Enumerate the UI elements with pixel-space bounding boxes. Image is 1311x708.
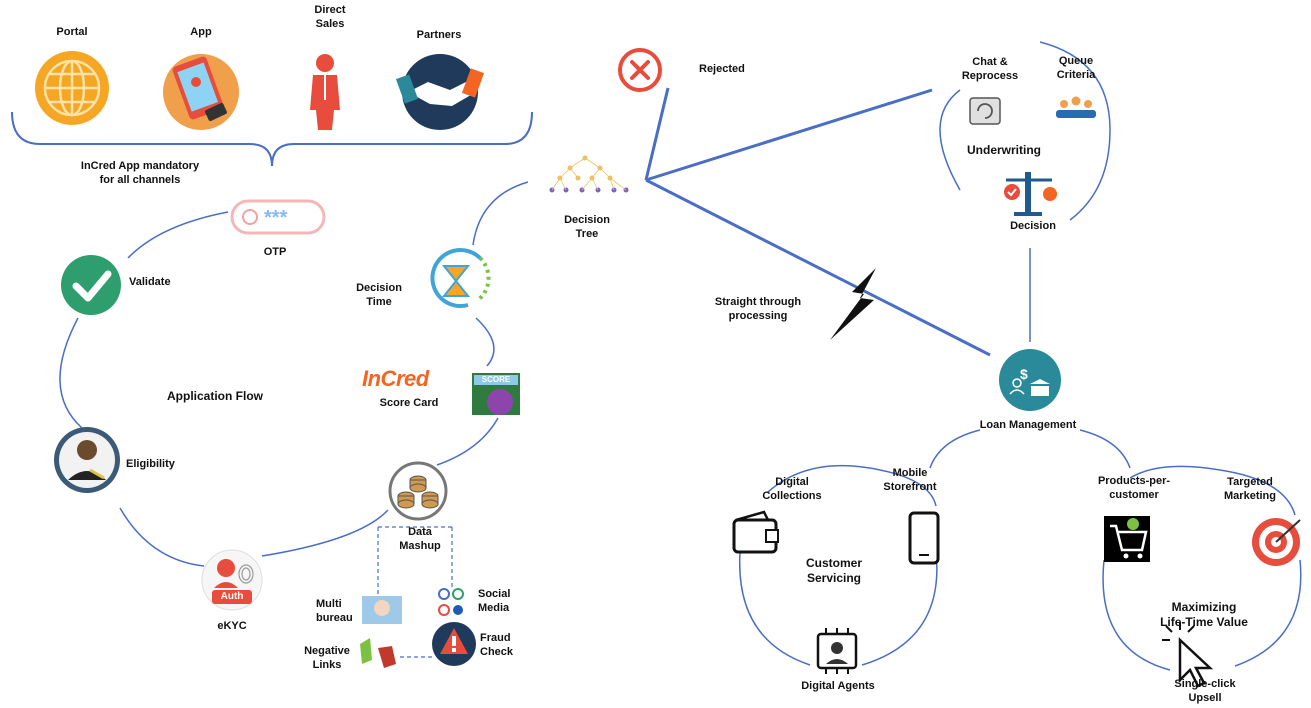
handshake-icon — [395, 54, 485, 130]
svg-text:***: *** — [264, 207, 288, 229]
underwriting-loop — [939, 41, 1111, 221]
lightning-icon — [830, 268, 876, 340]
ltv-title: Maximizing Life-Time Value — [1160, 600, 1248, 629]
rejected-icon — [618, 48, 662, 92]
loop-arc-scorecard-decisiontime — [475, 317, 495, 367]
loop-arc-validate-eligibility — [59, 317, 83, 429]
loop-arc-decisiontime-tree — [472, 181, 529, 246]
decision-time-icon — [430, 248, 491, 309]
ekyc-auth-badge: Auth — [220, 591, 244, 602]
loop-arc-ekyc-datamashup — [261, 509, 389, 557]
underwriting-title: Underwriting — [967, 143, 1041, 157]
branch-loan-ltv — [1079, 429, 1131, 469]
customer-servicing-title: Customer Servicing — [805, 556, 862, 585]
score-card-label: Score Card — [379, 397, 439, 409]
digital-collections-label: Digital Collections — [762, 476, 822, 502]
single-click-upsell-label: Single-click Upsell — [1174, 678, 1236, 704]
channel-bracket — [11, 111, 533, 167]
rejected-label: Rejected — [699, 63, 745, 75]
targeted-marketing-label: Targeted Marketing — [1224, 476, 1276, 502]
score-badge-label: SCORE — [481, 375, 511, 384]
mandatory-app-note: InCred App mandatory for all channels — [80, 160, 200, 186]
fraud-check-label: Fraud Check — [480, 632, 514, 658]
smartphone-icon — [908, 511, 940, 565]
multi-bureau-icon — [362, 596, 402, 624]
connector-tree-underwriting — [645, 88, 933, 182]
channel-label-portal: Portal — [56, 26, 88, 38]
loop-arc-datamashup-scorecard — [436, 417, 499, 466]
incred-logo: InCred — [362, 366, 429, 391]
scorecard-icon — [472, 373, 520, 415]
digital-agent-icon — [816, 628, 858, 674]
social-media-icon — [438, 588, 464, 616]
shopping-cart-icon — [1104, 516, 1150, 562]
channel-label-partners: Partners — [416, 29, 462, 41]
cursor-click-icon — [1162, 622, 1214, 688]
straight-through-label: Straight through processing — [714, 296, 802, 322]
fraud-warning-icon — [432, 622, 476, 666]
multi-bureau-label: Multi bureau — [316, 598, 353, 624]
connector-tree-loan — [645, 178, 991, 357]
products-per-customer-label: Products-per- customer — [1097, 475, 1171, 501]
decision-time-label: Decision Time — [356, 282, 402, 308]
loan-management-icon: $ — [999, 349, 1061, 411]
ekyc-fingerprint-icon — [201, 549, 263, 611]
loan-management-label: Loan Management — [979, 419, 1077, 431]
globe-icon — [35, 51, 109, 125]
channel-label-app: App — [190, 26, 212, 38]
loop-arc-eligibility-ekyc — [119, 507, 205, 567]
negative-links-label: Negative Links — [304, 645, 350, 671]
otp-icon: *** — [230, 199, 326, 235]
branch-loan-servicing — [929, 429, 981, 469]
eligibility-label: Eligibility — [126, 458, 175, 470]
validate-label: Validate — [129, 276, 171, 288]
application-flow-title: Application Flow — [167, 389, 263, 403]
chat-reprocess-label: Chat & Reprocess — [961, 56, 1019, 82]
servicing-loop — [738, 465, 938, 666]
otp-label: OTP — [263, 246, 287, 258]
social-media-label: Social Media — [478, 588, 511, 614]
sales-person-icon — [310, 54, 340, 130]
decision-tree-icon — [549, 155, 629, 193]
decision-tree-label: Decision Tree — [564, 214, 610, 240]
ekyc-label: eKYC — [217, 620, 247, 632]
ltv-loop — [1102, 465, 1302, 671]
data-mashup-label: Data Mashup — [399, 526, 441, 552]
digital-agents-label: Digital Agents — [801, 680, 875, 692]
loop-arc-otp-validate — [127, 211, 229, 259]
queue-criteria-label: Queue Criteria — [1056, 55, 1096, 81]
channel-label-direct-sales: Direct Sales — [314, 4, 346, 30]
validate-check-icon — [61, 255, 121, 315]
negative-links-icon — [360, 638, 396, 668]
eligibility-user-icon — [54, 427, 120, 493]
data-mashup-icon — [388, 461, 448, 521]
scale-icon — [1004, 172, 1057, 216]
connector-tree-rejected — [644, 87, 670, 181]
target-icon — [1252, 518, 1301, 566]
reprocess-icon — [969, 97, 1001, 125]
underwriting-decision-label: Decision — [1010, 220, 1056, 232]
mobile-map-icon — [163, 54, 239, 130]
mobile-storefront-label: Mobile Storefront — [883, 467, 937, 493]
queue-people-icon — [1056, 96, 1096, 118]
svg-text:$: $ — [1020, 366, 1028, 382]
wallet-icon — [732, 510, 779, 554]
